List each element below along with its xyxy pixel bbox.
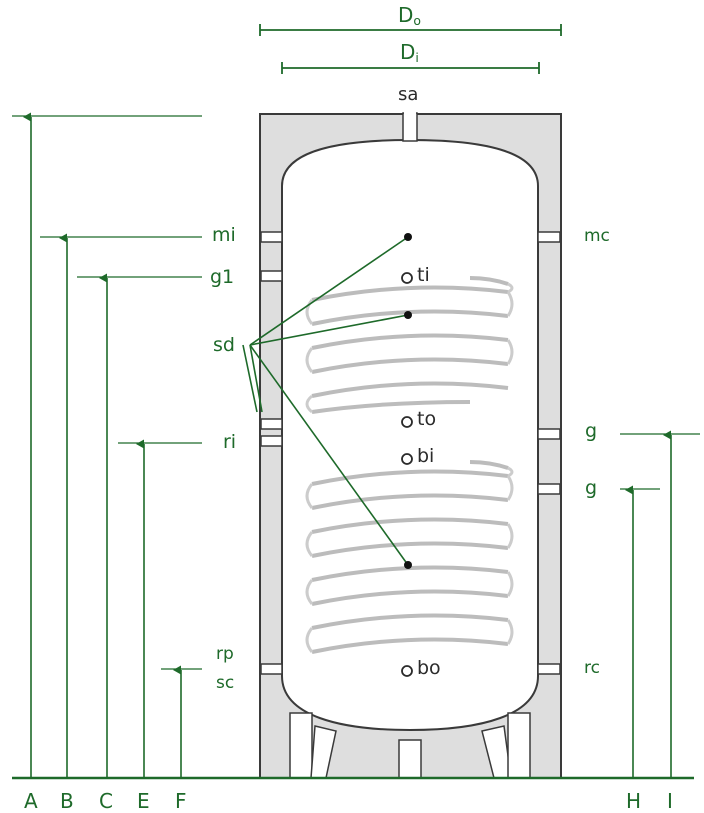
label-mc: mc [584, 226, 610, 246]
height-dimension-arrows [22, 112, 672, 778]
dimension-do [259, 24, 562, 36]
label-g-upper: g [585, 420, 598, 442]
label-g-lower: g [585, 477, 598, 499]
label-do-sub: o [413, 13, 421, 29]
label-sd: sd [213, 334, 235, 356]
upper-coil-bends [305, 282, 514, 414]
axis-letter-f: F [175, 789, 187, 813]
label-di: Di [400, 42, 419, 65]
label-di-sub: i [415, 50, 419, 66]
label-to: to [417, 408, 437, 430]
label-bo: bo [417, 657, 441, 679]
lower-coil-bends [305, 466, 514, 653]
label-do: Do [398, 5, 421, 28]
label-sa: sa [398, 84, 419, 105]
label-ti: ti [417, 264, 430, 286]
label-di-letter: D [400, 40, 416, 64]
open-port-icon [401, 272, 413, 677]
label-rp: rp [216, 644, 234, 664]
axis-letter-a: A [24, 789, 38, 813]
label-ri: ri [223, 431, 237, 453]
axis-letter-h: H [626, 789, 642, 813]
label-mi: mi [212, 224, 236, 246]
label-bi: bi [417, 445, 435, 467]
axis-letter-c: C [99, 789, 113, 813]
sensor-lines [242, 236, 409, 566]
axis-letter-i: I [667, 789, 673, 813]
sensor-point-icon [404, 233, 412, 569]
axis-letter-b: B [60, 789, 74, 813]
right-ports [537, 231, 561, 675]
axis-letter-e: E [137, 789, 150, 813]
dimension-di [281, 62, 540, 74]
label-g1: g1 [210, 266, 235, 288]
tank-feet [289, 712, 531, 779]
label-do-letter: D [398, 3, 414, 27]
left-ports [260, 231, 283, 675]
reference-lines [12, 115, 700, 670]
label-rc: rc [584, 658, 600, 678]
label-sc: sc [216, 673, 235, 693]
